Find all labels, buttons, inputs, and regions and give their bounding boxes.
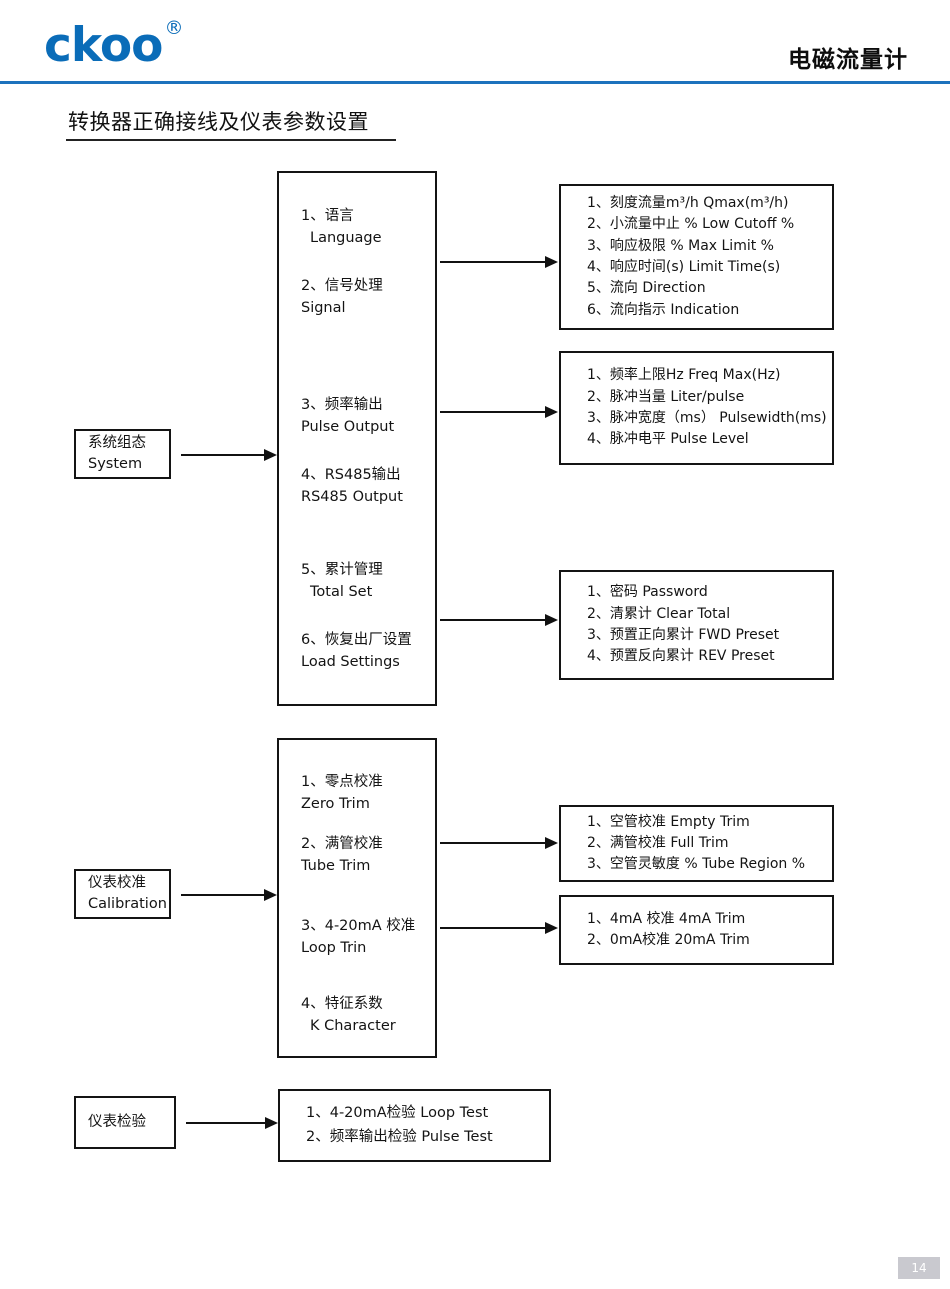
- detail-list-item: 3、脉冲宽度（ms） Pulsewidth(ms): [587, 410, 827, 426]
- detail-list-item: 3、预置正向累计 FWD Preset: [587, 627, 780, 643]
- menu-item-label-cn: 3、4-20mA 校准: [301, 918, 416, 934]
- menu-item-label-en: Total Set: [310, 583, 373, 600]
- menu-item-load-settings[interactable]: 6、恢复出厂设置 Load Settings: [301, 630, 412, 674]
- menu-item-label-en: Loop Trin: [301, 939, 367, 956]
- detail-list-item: 1、4mA 校准 4mA Trim: [587, 910, 746, 927]
- menu-item-label-en: Language: [310, 229, 382, 246]
- detail-list-item: 6、流向指示 Indication: [587, 301, 740, 318]
- menu-item-language[interactable]: 1、语言 Language: [301, 206, 382, 250]
- detail-list-item: 4、响应时间(s) Limit Time(s): [587, 259, 781, 275]
- detail-tube-trim: 1、空管校准 Empty Trim 2、满管校准 Full Trim 3、空管灵…: [559, 805, 834, 882]
- detail-list-item: 4、预置反向累计 REV Preset: [587, 648, 775, 665]
- menu-system: 1、语言 Language 2、信号处理 Signal 3、频率输出 Pulse…: [277, 171, 437, 706]
- node-calibration-label-cn: 仪表校准: [88, 874, 146, 891]
- menu-item-tube-trim[interactable]: 2、满管校准 Tube Trim: [301, 834, 383, 878]
- arrow-total-to-detail: [440, 613, 558, 627]
- detail-loop-trim: 1、4mA 校准 4mA Trim 2、0mA校准 20mA Trim: [559, 895, 834, 965]
- detail-list-item: 4、脉冲电平 Pulse Level: [587, 431, 749, 448]
- detail-pulse-output-list: 1、频率上限Hz Freq Max(Hz) 2、脉冲当量 Liter/pulse…: [561, 365, 832, 450]
- arrowhead-icon: [545, 256, 558, 268]
- menu-calibration: 1、零点校准 Zero Trim 2、满管校准 Tube Trim 3、4-20…: [277, 738, 437, 1058]
- menu-item-label-en: Zero Trim: [301, 795, 370, 812]
- menu-item-label-cn: 6、恢复出厂设置: [301, 632, 412, 648]
- detail-total-set: 1、密码 Password 2、清累计 Clear Total 3、预置正向累计…: [559, 570, 834, 680]
- arrowhead-icon: [265, 1117, 278, 1129]
- detail-list-item: 2、清累计 Clear Total: [587, 605, 731, 622]
- menu-item-label-cn: 4、RS485输出: [301, 467, 401, 483]
- menu-item-label-en: RS485 Output: [301, 488, 403, 505]
- arrowhead-icon: [545, 922, 558, 934]
- detail-list-item: 1、密码 Password: [587, 584, 708, 601]
- menu-item-pulse-output[interactable]: 3、频率输出 Pulse Output: [301, 395, 394, 439]
- detail-tube-trim-list: 1、空管校准 Empty Trim 2、满管校准 Full Trim 3、空管灵…: [561, 812, 832, 876]
- arrowhead-icon: [264, 889, 277, 901]
- menu-item-label-cn: 4、特征系数: [301, 996, 383, 1012]
- detail-list-item: 1、空管校准 Empty Trim: [587, 813, 750, 830]
- menu-item-loop-trim[interactable]: 3、4-20mA 校准 Loop Trin: [301, 916, 415, 960]
- detail-list-item: 1、4-20mA检验 Loop Test: [306, 1105, 489, 1122]
- menu-item-label-cn: 2、信号处理: [301, 278, 383, 294]
- menu-item-label-en: K Character: [310, 1017, 396, 1034]
- detail-list-item: 3、空管灵敏度 % Tube Region %: [587, 856, 806, 873]
- arrow-loop-to-detail: [440, 921, 558, 935]
- menu-item-rs485-output[interactable]: 4、RS485输出 RS485 Output: [301, 465, 403, 509]
- menu-item-label-en: Pulse Output: [301, 418, 395, 435]
- page-title-underline: [66, 139, 396, 141]
- detail-signal-list: 1、刻度流量m³/h Qmax(m³/h) 2、小流量中止 % Low Cuto…: [561, 193, 832, 321]
- menu-item-signal[interactable]: 2、信号处理 Signal: [301, 276, 383, 320]
- header-divider: [0, 81, 950, 84]
- arrowhead-icon: [545, 406, 558, 418]
- arrow-inspection-to-detail: [186, 1116, 278, 1130]
- menu-item-zero-trim[interactable]: 1、零点校准 Zero Trim: [301, 772, 383, 816]
- arrowhead-icon: [545, 614, 558, 626]
- node-calibration: 仪表校准 Calibration: [74, 869, 171, 919]
- menu-item-label-en: Tube Trim: [301, 857, 371, 874]
- detail-list-item: 1、频率上限Hz Freq Max(Hz): [587, 367, 781, 384]
- detail-list-item: 2、脉冲当量 Liter/pulse: [587, 388, 745, 405]
- page-number-badge: 14: [898, 1257, 940, 1279]
- arrow-calibration-to-menu: [181, 888, 277, 902]
- menu-item-label-cn: 2、满管校准: [301, 836, 383, 852]
- node-inspection: 仪表检验: [74, 1096, 176, 1149]
- node-inspection-label-cn: 仪表检验: [88, 1113, 146, 1130]
- arrow-signal-to-detail: [440, 255, 558, 269]
- arrow-tube-to-detail: [440, 836, 558, 850]
- product-title: 电磁流量计: [788, 47, 908, 73]
- detail-list-item: 2、满管校准 Full Trim: [587, 834, 729, 851]
- detail-list-item: 2、小流量中止 % Low Cutoff %: [587, 216, 795, 233]
- detail-loop-trim-list: 1、4mA 校准 4mA Trim 2、0mA校准 20mA Trim: [561, 909, 832, 952]
- brand-logo: ckoo®: [44, 19, 183, 69]
- node-calibration-label-en: Calibration: [88, 896, 167, 912]
- menu-item-label-en: Signal: [301, 299, 346, 316]
- menu-item-label-cn: 1、零点校准: [301, 774, 383, 790]
- detail-list-item: 1、刻度流量m³/h Qmax(m³/h): [587, 195, 789, 212]
- node-system-label-en: System: [88, 456, 143, 472]
- registered-trademark-icon: ®: [164, 17, 183, 40]
- menu-item-k-character[interactable]: 4、特征系数 K Character: [301, 994, 396, 1038]
- brand-logo-text: ckoo: [44, 18, 163, 73]
- arrow-pulse-to-detail: [440, 405, 558, 419]
- menu-item-label-en: Load Settings: [301, 653, 400, 670]
- menu-item-total-set[interactable]: 5、累计管理 Total Set: [301, 560, 383, 604]
- node-system-label-cn: 系统组态: [88, 434, 146, 451]
- detail-list-item: 2、0mA校准 20mA Trim: [587, 932, 750, 948]
- detail-inspection-list: 1、4-20mA检验 Loop Test 2、频率输出检验 Pulse Test: [280, 1102, 549, 1148]
- detail-list-item: 3、响应极限 % Max Limit %: [587, 237, 774, 254]
- detail-inspection: 1、4-20mA检验 Loop Test 2、频率输出检验 Pulse Test: [278, 1089, 551, 1162]
- page-title: 转换器正确接线及仪表参数设置: [68, 110, 369, 134]
- menu-item-label-cn: 5、累计管理: [301, 562, 383, 578]
- detail-pulse-output: 1、频率上限Hz Freq Max(Hz) 2、脉冲当量 Liter/pulse…: [559, 351, 834, 465]
- arrowhead-icon: [264, 449, 277, 461]
- menu-item-label-cn: 3、频率输出: [301, 397, 383, 413]
- node-system: 系统组态 System: [74, 429, 171, 479]
- menu-item-label-cn: 1、语言: [301, 208, 354, 224]
- detail-total-set-list: 1、密码 Password 2、清累计 Clear Total 3、预置正向累计…: [561, 582, 832, 667]
- detail-list-item: 5、流向 Direction: [587, 280, 706, 297]
- detail-signal: 1、刻度流量m³/h Qmax(m³/h) 2、小流量中止 % Low Cuto…: [559, 184, 834, 330]
- arrow-system-to-menu: [181, 448, 277, 462]
- detail-list-item: 2、频率输出检验 Pulse Test: [306, 1128, 493, 1145]
- arrowhead-icon: [545, 837, 558, 849]
